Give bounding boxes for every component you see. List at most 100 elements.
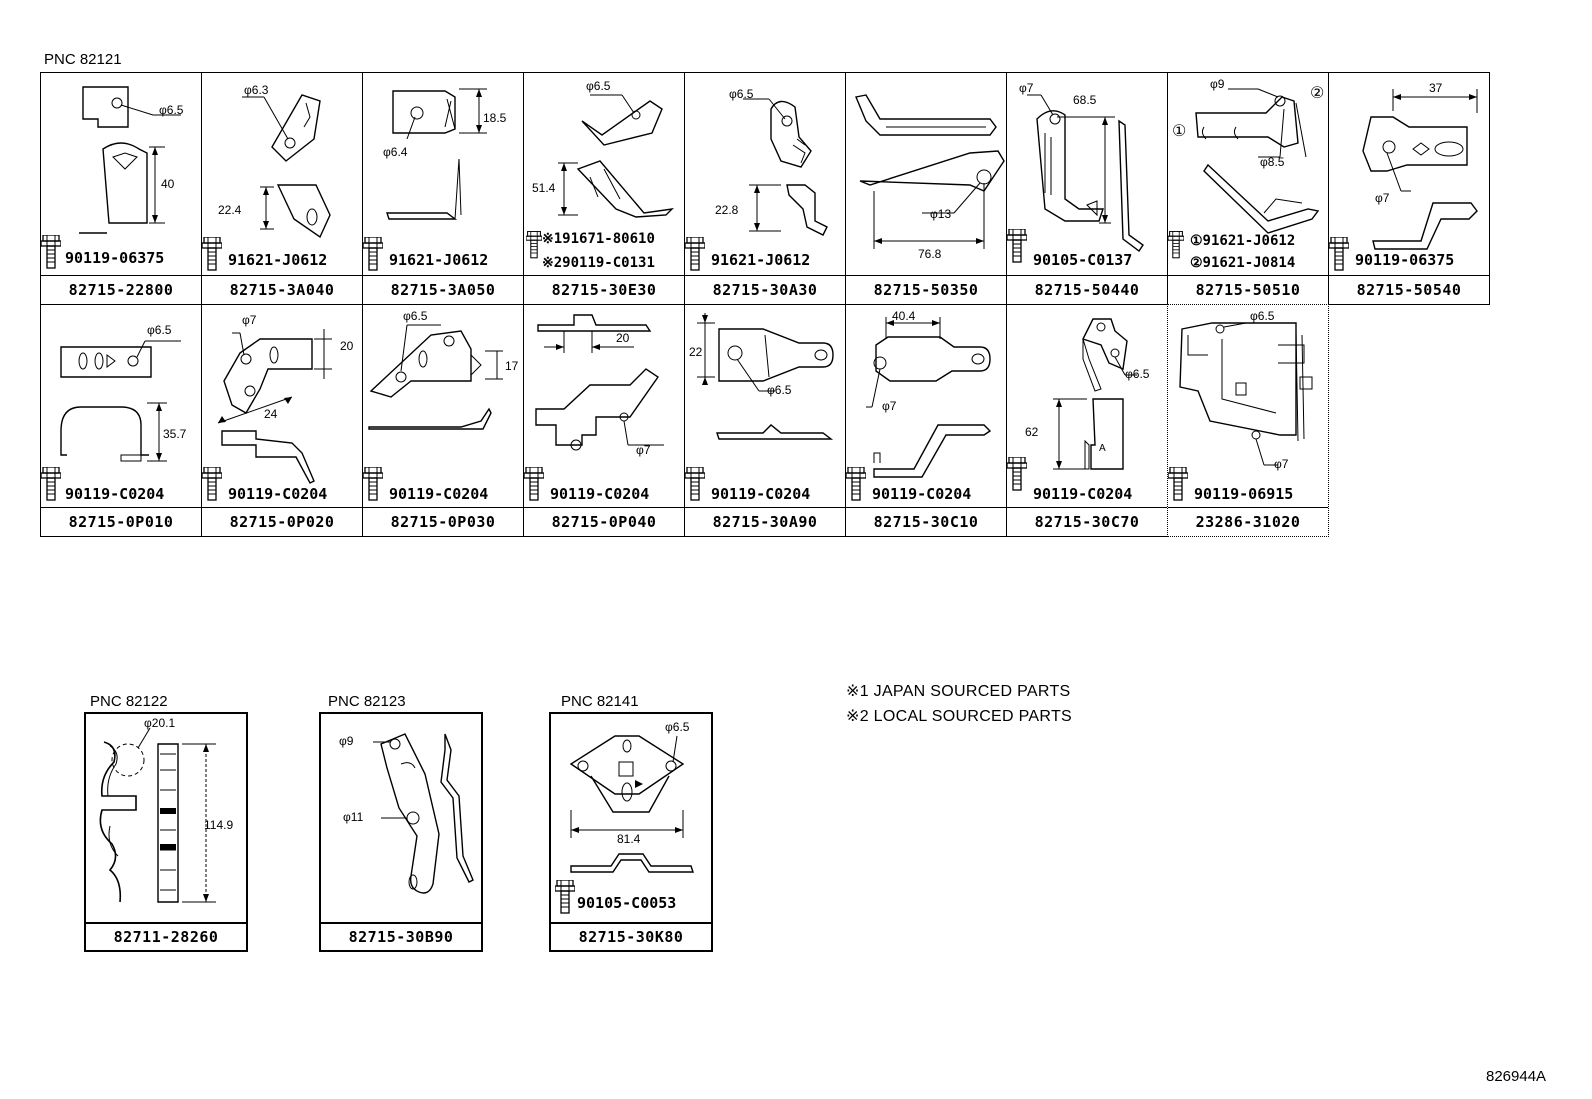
part-box[interactable]: φ6.5 81.4 90105-C0053 82715-30K80 [549,712,713,952]
part-number: 82715-50510 [1168,275,1328,304]
fastener-number: 90119-C0204 [389,485,489,503]
part-cell[interactable]: φ13 76.8 82715-50350 [845,72,1007,305]
part-cell[interactable]: φ7 68.5 90105-C0137 82715-50440 [1006,72,1168,305]
dimension-label: 76.8 [918,247,942,261]
dimension-label: φ6.4 [383,145,408,159]
part-cell[interactable]: φ9 ② ① φ8.5 ①91621-J0612 ②91621-J0814 82… [1167,72,1329,305]
bolt-icon [41,467,61,501]
bracket-drawing [1195,88,1320,234]
bolt-icon [524,467,544,501]
dimension-label: 22 [689,345,703,359]
fastener-number: 90119-C0204 [550,485,650,503]
dimension-label: φ9 [1210,77,1225,91]
part-number: 82715-30C10 [846,507,1006,536]
part-box[interactable]: φ20.1 114.9 82711-28260 [84,712,248,952]
dimension-label: φ20.1 [144,716,176,730]
dimension-label: φ13 [930,207,952,221]
diagram-id: 826944A [1486,1068,1547,1085]
part-cell[interactable]: φ6.5 35.7 90119-C0204 82715-0P010 [40,304,202,537]
bracket-drawing [217,329,332,484]
fastener-number: ※191671-80610 [542,231,655,247]
fastener-number: 90119-C0204 [872,485,972,503]
dimension-label: φ6.5 [586,79,611,93]
part-number: 82715-3A050 [363,275,523,304]
bolt-icon [1168,231,1184,259]
part-cell[interactable]: φ6.5 φ7 90119-06915 23286-31020 [1167,304,1329,537]
part-number: 82715-30C70 [1007,507,1167,536]
dimension-label: 35.7 [163,427,187,441]
part-number: 82715-30K80 [551,922,711,950]
part-number: 23286-31020 [1168,507,1328,536]
dimension-label: 20 [340,339,354,353]
part-number: 82715-22800 [41,275,201,304]
dimension-label: 20 [616,331,630,345]
dimension-label: φ7 [242,313,257,327]
part-number: 82715-50440 [1007,275,1167,304]
part-cell[interactable]: 20 φ7 90119-C0204 82715-0P040 [523,304,685,537]
bracket-drawing [558,94,674,218]
part-cell[interactable]: 22 φ6.5 90119-C0204 82715-30A90 [684,304,846,537]
part-cell[interactable]: φ7 20 24 90119-C0204 82715-0P020 [201,304,363,537]
bolt-icon [363,467,383,501]
dimension-label: 22.8 [715,203,739,217]
dimension-label: 114.9 [204,818,234,832]
bracket-drawing [1053,318,1137,470]
dimension-label: φ6.5 [403,309,428,323]
part-cell[interactable]: 40.4 φ7 90119-C0204 82715-30C10 [845,304,1007,537]
fastener-number: 90119-C0204 [711,485,811,503]
bracket-drawing [855,94,1005,249]
bracket-drawing [79,86,181,234]
part-cell[interactable]: φ6.5 40 90119-06375 82715-22800 [40,72,202,305]
clamp-drawing [99,727,216,903]
fastener-number: ※290119-C0131 [542,255,655,271]
bracket-drawing [535,314,664,451]
part-cell[interactable]: φ6.5 62 A 90119-C0204 82715-30C70 [1006,304,1168,537]
bracket-drawing [1027,94,1144,253]
part-cell[interactable]: φ6.3 22.4 91621-J0612 82715-3A040 [201,72,363,305]
dimension-label: 40.4 [892,309,916,323]
part-number: 82711-28260 [86,922,246,950]
dimension-label: 40 [161,177,175,191]
dimension-label: φ6.5 [147,323,172,337]
dimension-label: φ6.5 [665,720,690,734]
grid-row-1: φ6.5 40 90119-06375 82715-22800 φ6.3 [40,72,1490,305]
dimension-label: 17 [505,359,519,373]
dimension-label: φ6.5 [1250,309,1275,323]
bolt-icon [685,467,705,501]
part-cell[interactable]: φ6.5 22.8 91621-J0612 82715-30A30 [684,72,846,305]
note-japan-sourced: ※1 JAPAN SOURCED PARTS [846,683,1071,700]
dimension-label: φ6.3 [244,83,269,97]
part-cell[interactable]: 18.5 φ6.4 91621-J0612 82715-3A050 [362,72,524,305]
bolt-icon [1007,457,1027,491]
fastener-number: 90119-C0204 [1033,485,1133,503]
bracket-drawing [866,317,992,478]
bracket-drawing [743,98,828,236]
fastener-number: 90119-06915 [1194,485,1294,503]
part-number: 82715-30A30 [685,275,845,304]
dimension-label: φ6.5 [767,383,792,397]
bolt-icon [685,237,705,271]
bracket-drawing [368,324,503,430]
bracket-drawing [373,733,474,894]
part-cell[interactable]: φ6.5 17 90119-C0204 82715-0P030 [362,304,524,537]
fastener-number: 90119-C0204 [65,485,165,503]
part-number: 82715-30A90 [685,507,845,536]
part-cell[interactable]: 37 φ7 90119-06375 82715-50540 [1328,72,1490,305]
dimension-label: φ7 [1274,457,1289,471]
dimension-label: φ6.5 [159,103,184,117]
part-number: 82715-0P010 [41,507,201,536]
bolt-icon [1168,467,1188,501]
dimension-label: φ7 [1375,191,1390,205]
part-number: 82715-30E30 [524,275,684,304]
fastener-number: 90119-C0204 [228,485,328,503]
bolt-icon [846,467,866,501]
dimension-label: A [1099,443,1106,454]
bracket-drawing [60,340,181,462]
pnc-82123-label: PNC 82123 [328,693,406,710]
part-box[interactable]: φ9 φ11 82715-30B90 [319,712,483,952]
fastener-number: 90119-06375 [65,249,165,267]
dimension-label: φ7 [882,399,897,413]
note-local-sourced: ※2 LOCAL SOURCED PARTS [846,708,1072,725]
part-cell[interactable]: φ6.5 51.4 ※191671-80610 ※290119-C0131 82… [523,72,685,305]
part-number: 82715-0P040 [524,507,684,536]
